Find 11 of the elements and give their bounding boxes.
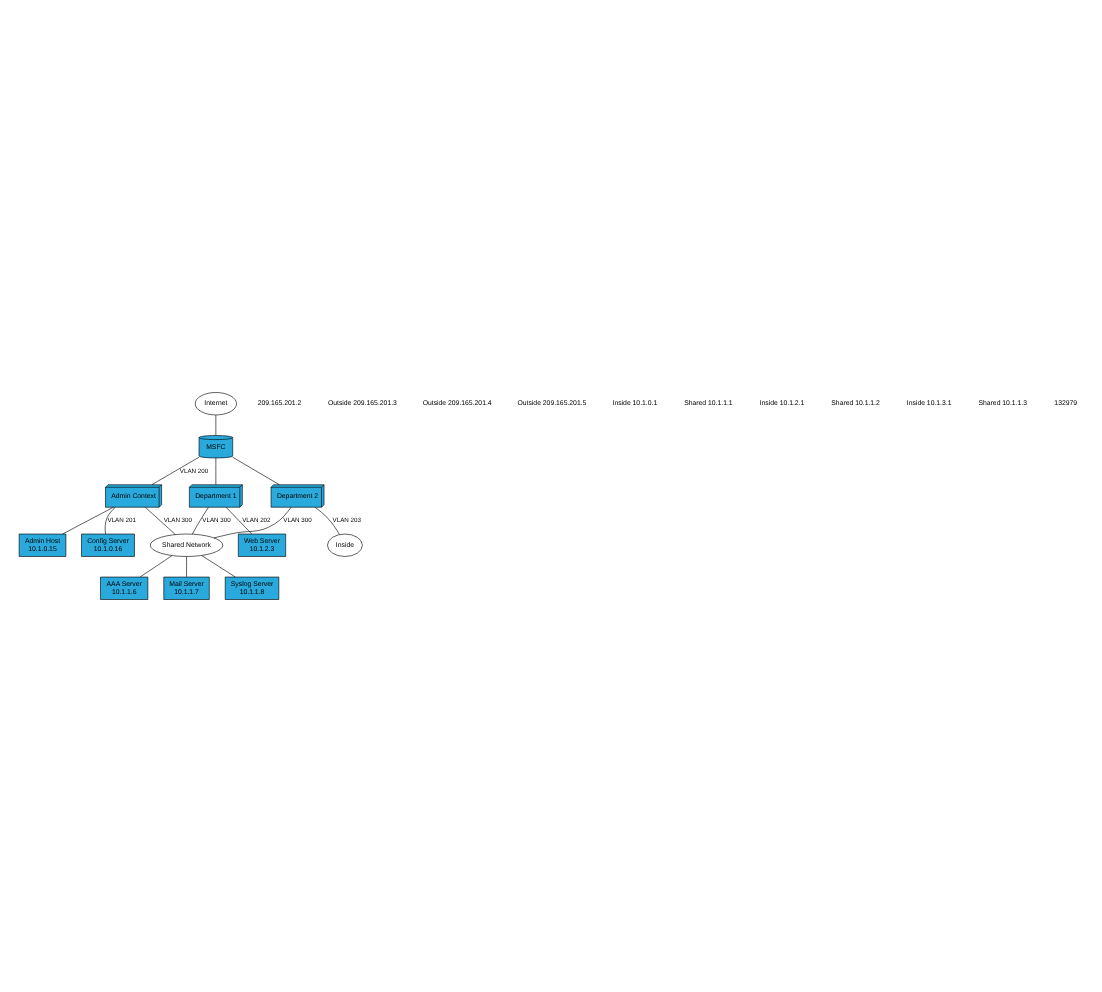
connector — [151, 456, 200, 485]
connector — [145, 506, 176, 535]
connector — [62, 506, 114, 535]
connector — [139, 555, 173, 578]
connector — [104, 507, 116, 535]
connector — [314, 507, 340, 535]
connector — [215, 414, 217, 436]
connector — [213, 506, 292, 539]
connector — [232, 456, 280, 486]
connector — [201, 555, 236, 578]
connector — [225, 506, 253, 535]
